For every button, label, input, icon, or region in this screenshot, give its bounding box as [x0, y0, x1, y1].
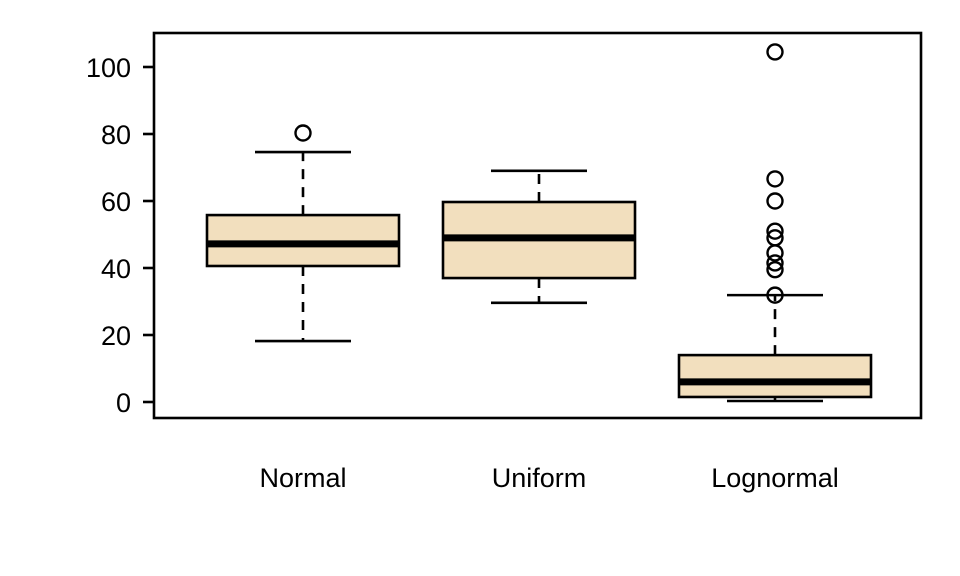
- y-axis-ticks: [143, 65, 154, 404]
- cat-label-normal: Normal: [259, 463, 346, 493]
- outlier-point-lognormal-6: [766, 254, 784, 272]
- cat-label-lognormal: Lognormal: [711, 463, 839, 493]
- x-axis-category-labels: Normal Uniform Lognormal: [259, 463, 838, 493]
- cat-label-uniform: Uniform: [492, 463, 587, 493]
- y-tick-label-60: 60: [101, 187, 131, 217]
- y-tick-label-0: 0: [116, 388, 131, 418]
- y-tick-label-40: 40: [101, 254, 131, 284]
- box-rect-lognormal: [677, 353, 873, 399]
- outlier-point-lognormal-3: [766, 222, 784, 240]
- outlier-point-lognormal-2: [766, 192, 784, 210]
- y-axis-tick-labels: 100 80 60 40 20 0: [86, 53, 131, 418]
- outlier-point-lognormal-1: [766, 170, 784, 188]
- box-group-normal[interactable]: [205, 124, 401, 343]
- y-tick-label-20: 20: [101, 321, 131, 351]
- box-series-layer: [205, 43, 873, 403]
- outlier-point-lognormal-7: [766, 260, 784, 279]
- y-tick-label-100: 100: [86, 53, 131, 83]
- plot-frame: [152, 31, 923, 420]
- box-group-uniform[interactable]: [441, 169, 637, 305]
- outlier-point-normal-0: [294, 124, 312, 142]
- y-tick-label-80: 80: [101, 120, 131, 150]
- outlier-point-lognormal-8: [766, 286, 784, 304]
- outlier-point-lognormal-5: [766, 244, 784, 262]
- box-group-lognormal[interactable]: [677, 43, 873, 403]
- outlier-point-lognormal-0: [766, 43, 784, 61]
